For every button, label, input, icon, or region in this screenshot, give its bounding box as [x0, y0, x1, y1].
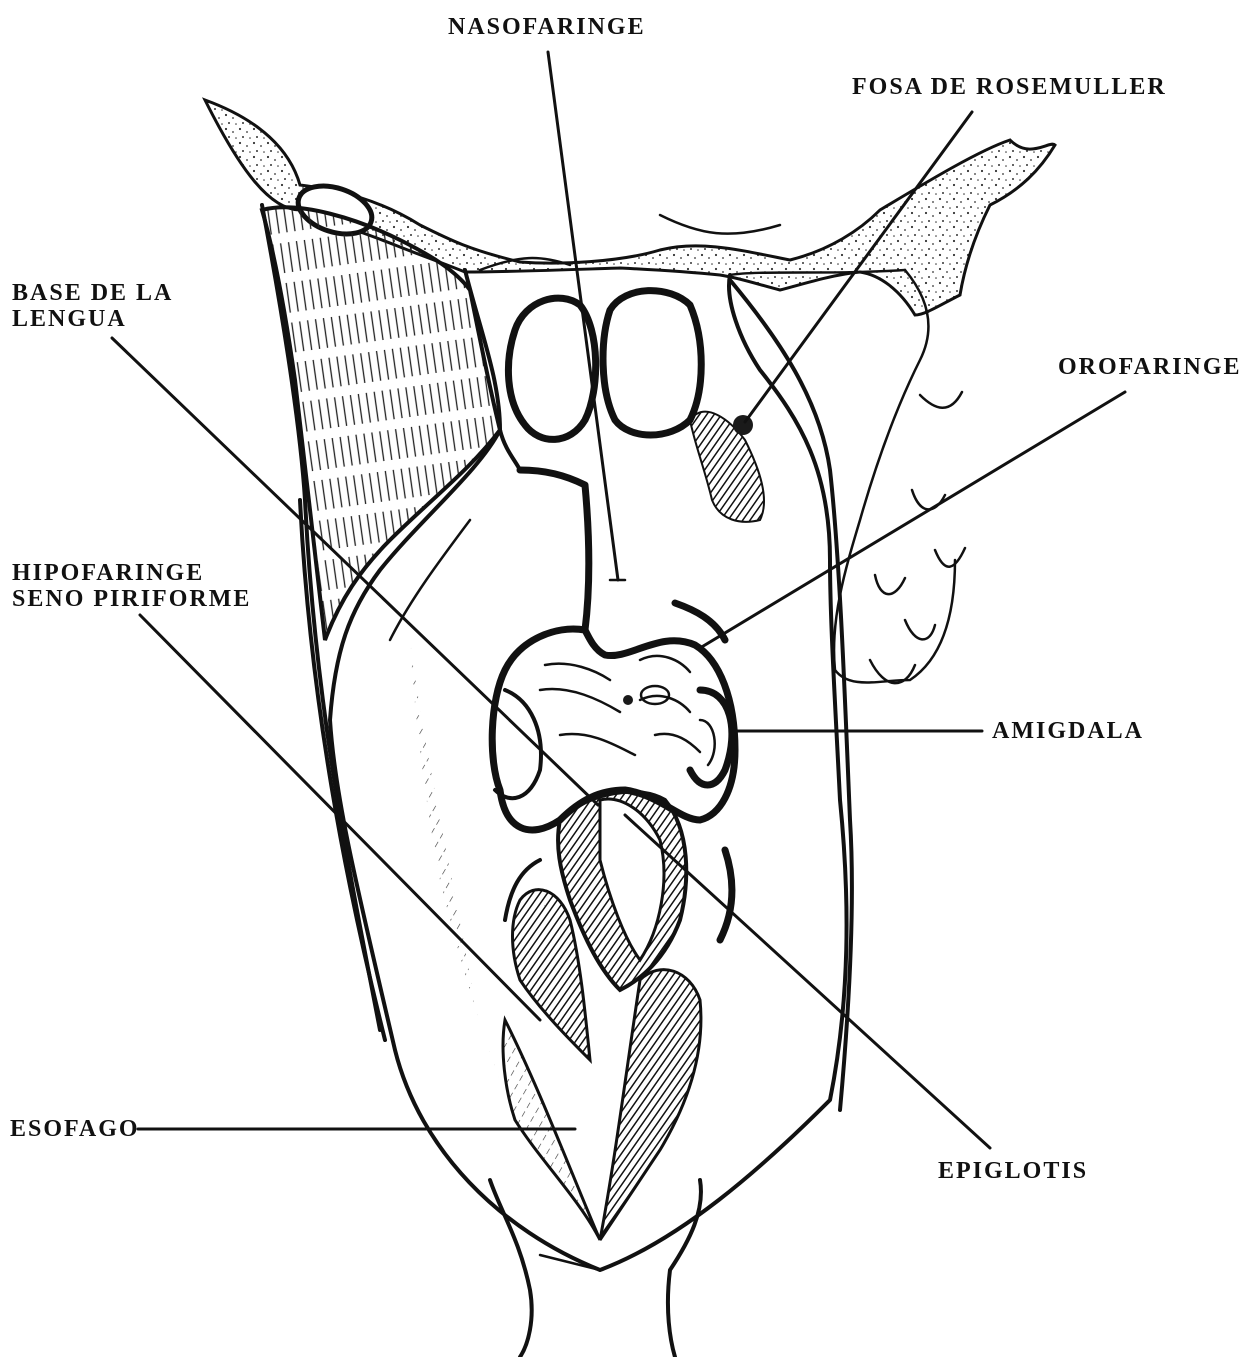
label-nasofaringe: NASOFARINGE: [448, 14, 646, 40]
label-epiglotis: EPIGLOTIS: [938, 1158, 1088, 1184]
choanae: [508, 291, 701, 440]
esophagus-tube: [490, 1180, 701, 1357]
piriform-sinus-shade: [410, 640, 500, 1080]
label-hipofaringe: HIPOFARINGE SENO PIRIFORME: [12, 560, 251, 612]
label-base-lengua: BASE DE LA LENGUA: [12, 280, 173, 332]
label-base-lengua-line2: LENGUA: [12, 306, 173, 332]
label-esofago: ESOFAGO: [10, 1116, 140, 1142]
fosa-rosemuller-mark: [690, 412, 764, 522]
label-fosa-rosemuller: FOSA DE ROSEMULLER: [852, 74, 1167, 100]
label-hipofaringe-line2: SENO PIRIFORME: [12, 586, 251, 612]
label-hipofaringe-line1: HIPOFARINGE: [12, 560, 251, 586]
label-orofaringe: OROFARINGE: [1058, 354, 1242, 380]
leader-hipofaringe: [140, 615, 540, 1020]
label-base-lengua-line1: BASE DE LA: [12, 280, 173, 306]
label-amigdala: AMIGDALA: [992, 718, 1144, 744]
leader-orofaringe: [700, 392, 1125, 648]
